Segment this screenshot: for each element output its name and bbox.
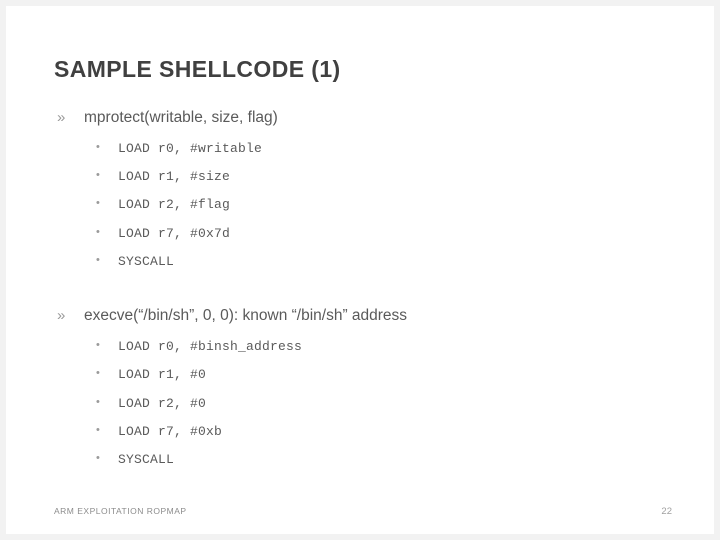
bullet-level2-1-5: • SYSCALL bbox=[54, 253, 674, 270]
bullet-level2-1-4: • LOAD r7, #0x7d bbox=[54, 225, 674, 242]
slide-body: » mprotect(writable, size, flag) • LOAD … bbox=[54, 108, 674, 468]
slide-title: SAMPLE SHELLCODE (1) bbox=[54, 56, 341, 82]
slide-edge-top bbox=[0, 0, 720, 6]
bullet-marker-level2-icon: • bbox=[96, 253, 100, 266]
bullet-level2-2-4: • LOAD r7, #0xb bbox=[54, 423, 674, 440]
bullet-marker-level2-icon: • bbox=[96, 367, 100, 380]
code-line-1-4: LOAD r7, #0x7d bbox=[118, 225, 231, 241]
code-line-2-2: LOAD r1, #0 bbox=[118, 367, 207, 383]
bullet-level2-2-5: • SYSCALL bbox=[54, 451, 674, 468]
content-block-1: » mprotect(writable, size, flag) • LOAD … bbox=[54, 108, 674, 270]
bullet-level1-1: » mprotect(writable, size, flag) bbox=[54, 108, 674, 129]
content-block-2: » execve(“/bin/sh”, 0, 0): known “/bin/s… bbox=[54, 306, 674, 468]
bullet-level1-1-text: mprotect(writable, size, flag) bbox=[84, 109, 278, 126]
code-line-2-5: SYSCALL bbox=[118, 452, 175, 468]
slide-edge-left bbox=[0, 0, 6, 540]
bullet-marker-level2-icon: • bbox=[96, 169, 100, 182]
slide-footer: ARM EXPLOITATION ROPMAP bbox=[54, 506, 187, 516]
code-line-2-1: LOAD r0, #binsh_address bbox=[118, 339, 303, 355]
bullet-marker-level2-icon: • bbox=[96, 423, 100, 436]
bullet-marker-level2-icon: • bbox=[96, 140, 100, 153]
bullet-marker-level2-icon: • bbox=[96, 339, 100, 352]
bullet-level2-2-2: • LOAD r1, #0 bbox=[54, 366, 674, 383]
bullet-level1-2-text: execve(“/bin/sh”, 0, 0): known “/bin/sh”… bbox=[84, 307, 408, 325]
slide-edge-bottom bbox=[0, 534, 720, 540]
code-line-1-1: LOAD r0, #writable bbox=[118, 140, 263, 156]
code-line-1-2: LOAD r1, #size bbox=[118, 169, 231, 185]
bullet-level2-1-3: • LOAD r2, #flag bbox=[54, 196, 674, 213]
bullet-marker-level2-icon: • bbox=[96, 197, 100, 210]
bullet-level2-2-3: • LOAD r2, #0 bbox=[54, 395, 674, 412]
code-line-2-4: LOAD r7, #0xb bbox=[118, 423, 223, 439]
code-line-1-3: LOAD r2, #flag bbox=[118, 197, 231, 213]
bullet-marker-level2-icon: • bbox=[96, 452, 100, 465]
bullet-marker-level2-icon: • bbox=[96, 225, 100, 238]
slide-edge-right bbox=[714, 0, 720, 540]
slide-page-number: 22 bbox=[661, 506, 672, 517]
bullet-level2-2-1: • LOAD r0, #binsh_address bbox=[54, 338, 674, 355]
bullet-level2-1-1: • LOAD r0, #writable bbox=[54, 140, 674, 157]
bullet-level1-2: » execve(“/bin/sh”, 0, 0): known “/bin/s… bbox=[54, 306, 674, 327]
bullet-marker-level1-icon: » bbox=[57, 109, 66, 126]
bullet-level2-1-2: • LOAD r1, #size bbox=[54, 168, 674, 185]
bullet-marker-level1-icon: » bbox=[57, 307, 66, 325]
code-line-2-3: LOAD r2, #0 bbox=[118, 395, 207, 411]
bullet-marker-level2-icon: • bbox=[96, 395, 100, 408]
code-line-1-5: SYSCALL bbox=[118, 253, 175, 269]
